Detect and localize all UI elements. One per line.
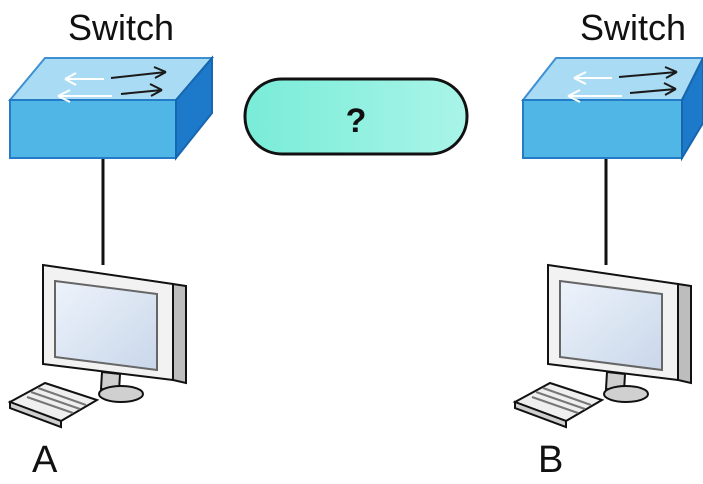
cloud-question-mark: ? [346, 102, 367, 140]
left-switch-icon [7, 55, 215, 161]
right-host-label: B [538, 439, 563, 481]
left-host-label: A [32, 439, 58, 481]
right-switch-icon [520, 57, 703, 162]
network-cloud-icon: ? [243, 77, 469, 156]
right-switch-label: Switch [580, 7, 686, 48]
left-switch-label: Switch [68, 7, 174, 48]
left-computer-icon [7, 263, 187, 429]
right-computer-icon [512, 263, 692, 429]
